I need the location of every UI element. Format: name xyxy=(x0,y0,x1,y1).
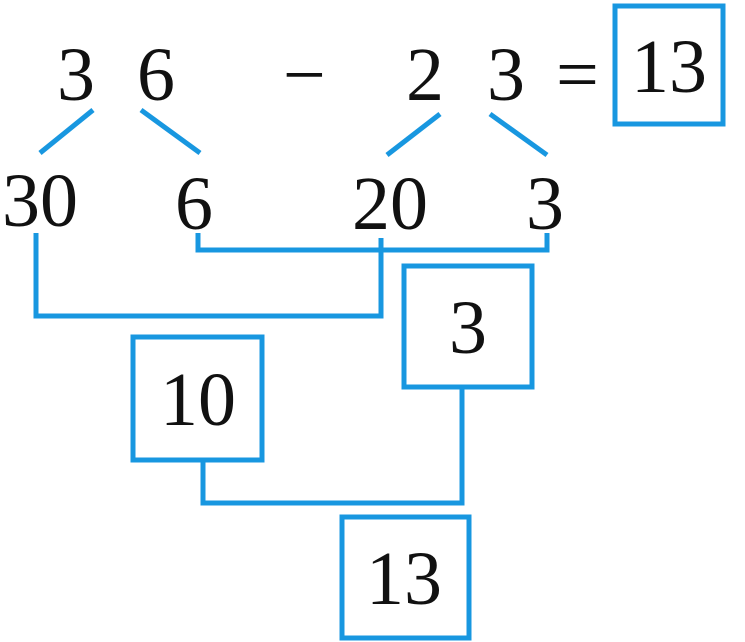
minus-operator: − xyxy=(283,33,326,117)
result-box xyxy=(612,3,726,127)
subtrahend-ones-digit: 3 xyxy=(487,33,525,117)
branch-23-to-20 xyxy=(385,112,442,157)
subtrahend-ones-part: 3 xyxy=(526,162,564,246)
minuend-ones-digit: 6 xyxy=(137,33,175,117)
equation-result: 13 xyxy=(631,25,707,109)
tens-difference-value: 10 xyxy=(160,358,236,442)
final-sum-value: 13 xyxy=(366,537,442,621)
minuend-ones-part: 6 xyxy=(175,162,213,246)
ones-difference-box xyxy=(401,263,535,390)
tens-difference-box xyxy=(130,334,265,463)
subtrahend-tens-part: 20 xyxy=(352,162,428,246)
subtrahend-tens-digit: 2 xyxy=(406,33,444,117)
branch-23-to-3 xyxy=(488,111,549,158)
final-sum-box xyxy=(339,514,472,641)
sum-connector xyxy=(200,388,465,506)
ones-connector xyxy=(195,233,550,253)
minuend-tens-part: 30 xyxy=(2,159,78,243)
minuend-tens-digit: 3 xyxy=(57,33,95,117)
ones-difference-value: 3 xyxy=(449,286,487,370)
branch-36-to-6 xyxy=(139,107,202,156)
equals-sign: = xyxy=(556,33,599,117)
branch-36-to-30 xyxy=(38,108,95,155)
tens-connector xyxy=(33,233,384,319)
